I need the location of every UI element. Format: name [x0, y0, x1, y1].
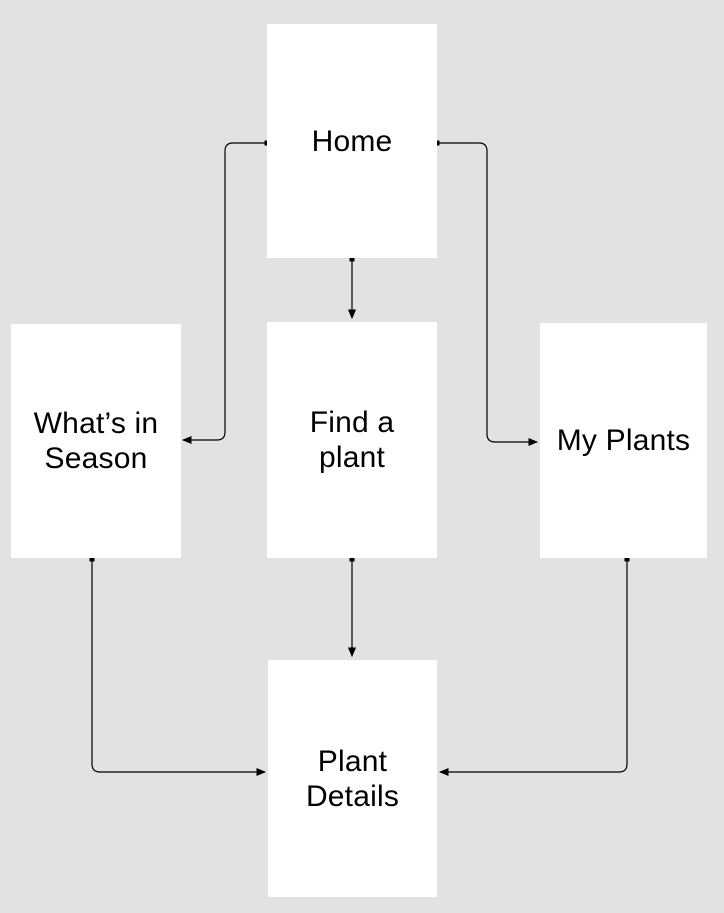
edge-home-to-my-plants	[434, 140, 539, 447]
node-whats-in-season-label: What’s in Season	[33, 407, 159, 475]
node-home-label: Home	[311, 124, 393, 158]
node-find-a-plant[interactable]: Find a plant	[267, 322, 437, 558]
edge-whats-in-season-to-plant-details	[89, 556, 267, 777]
node-my-plants-label: My Plants	[556, 424, 691, 457]
node-plant-details-label: Plant Details	[305, 744, 400, 813]
node-home[interactable]: Home	[267, 24, 437, 258]
node-plant-details[interactable]: Plant Details	[268, 660, 437, 897]
node-whats-in-season[interactable]: What’s in Season	[11, 324, 181, 558]
edge-home-to-whats-in-season	[181, 140, 270, 445]
edge-my-plants-to-plant-details	[438, 556, 630, 777]
node-find-a-plant-label: Find a plant	[309, 406, 395, 474]
node-my-plants[interactable]: My Plants	[540, 323, 707, 558]
